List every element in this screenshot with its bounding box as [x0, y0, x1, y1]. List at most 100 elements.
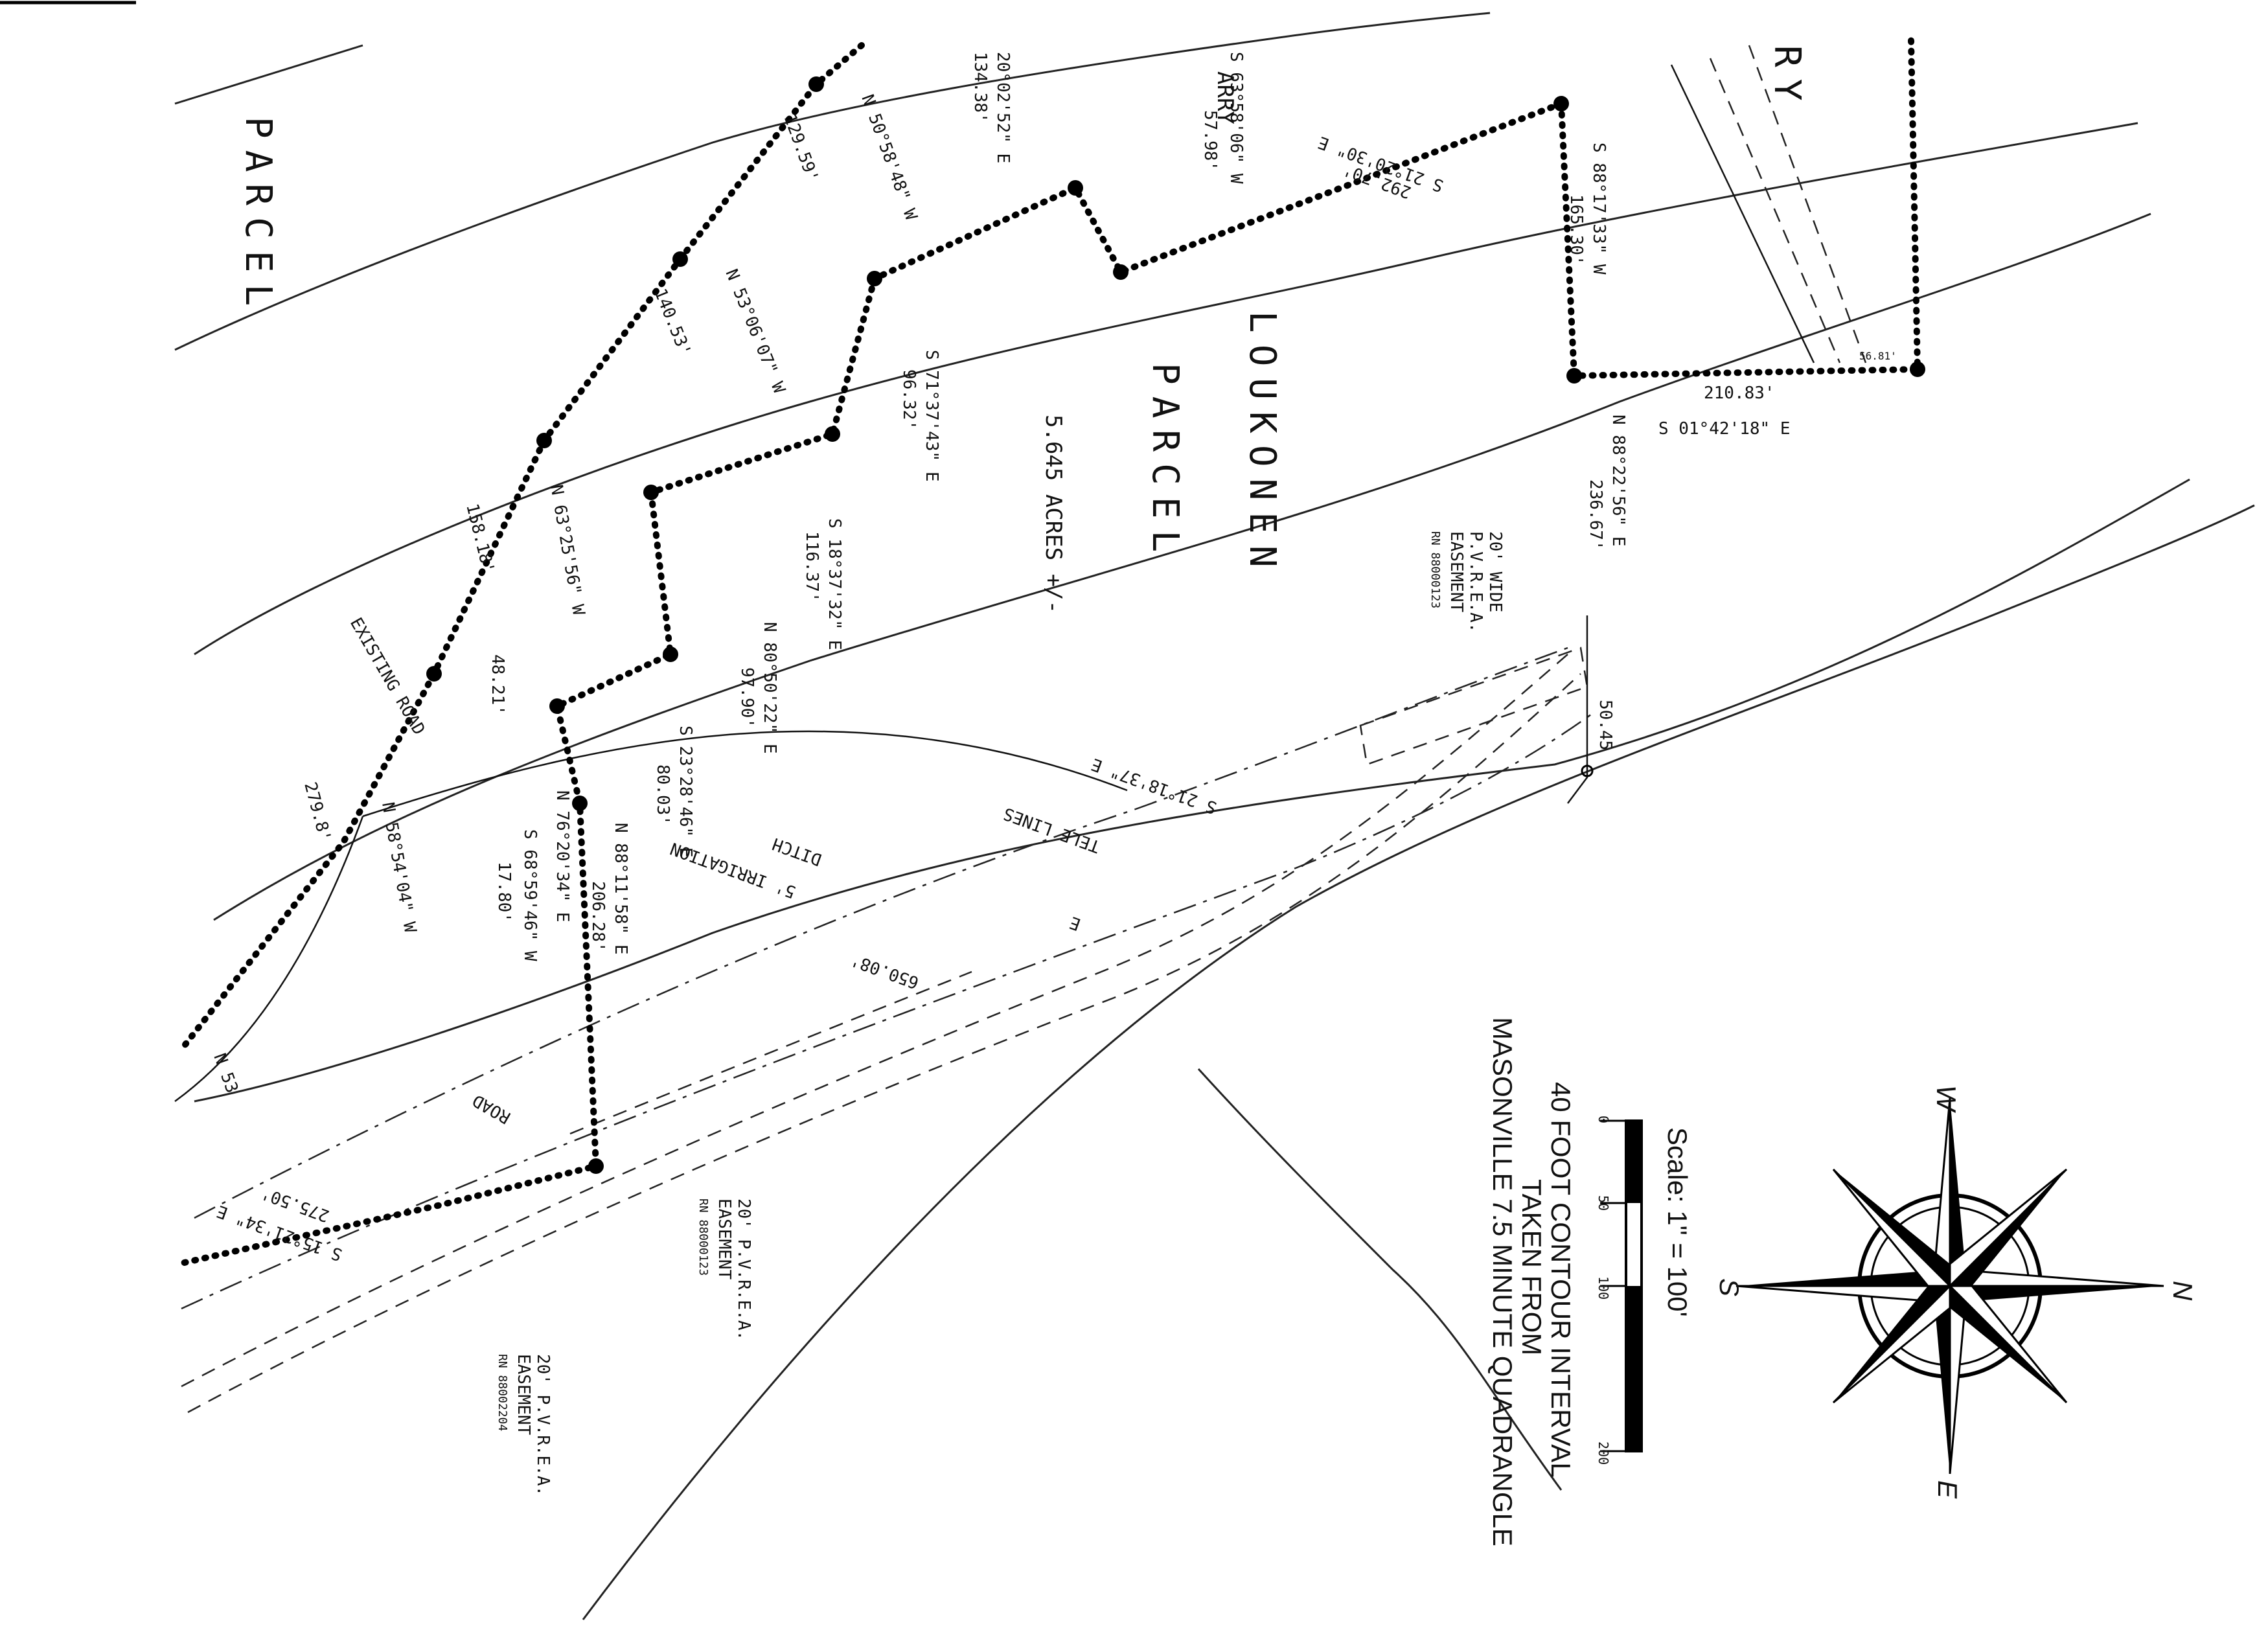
bearing-call: S 18°37'32" E — [825, 518, 844, 650]
bearing-call: N 58°54'04" W — [378, 801, 420, 934]
parcel-name-loukonen: LOUKONEN — [1241, 311, 1283, 579]
road-centerline — [362, 730, 1128, 818]
contour-line — [582, 504, 2255, 1620]
distance-call: 206.28' — [588, 881, 608, 952]
distance-call: 50.45 — [1596, 700, 1615, 750]
contour-line — [194, 478, 2190, 1103]
scale-tick-label: 200 — [1596, 1441, 1611, 1465]
bearing-call: N 63°25'56" W — [546, 483, 588, 617]
bearing-call: N 76°20'34" E — [553, 790, 572, 923]
boundary-north — [1558, 36, 1921, 380]
distance-call: 96.32' — [899, 369, 919, 430]
distance-call: 140.53' — [650, 286, 695, 359]
compass-point — [1950, 1286, 2164, 1302]
easement-label: 20' P.V.R.E.A. — [734, 1199, 753, 1340]
distance-call: 210.83' — [1704, 384, 1775, 403]
road-edge-line — [187, 673, 1581, 1414]
easement-line — [569, 970, 972, 1135]
monument-marker — [663, 647, 678, 662]
parcel-name-parcel: PARCEL — [1144, 363, 1186, 564]
monument-marker — [1910, 361, 1925, 377]
bearing-call: N 88°22'56" E — [1609, 415, 1628, 547]
bearing-call: S 68°59'46" W — [520, 829, 540, 961]
easement-label: EASEMENT — [715, 1199, 734, 1280]
contour-note: TAKEN FROM — [1517, 1179, 1547, 1355]
distance-call: 80.03' — [653, 764, 672, 825]
monument-marker — [825, 426, 840, 442]
monument-marker — [1113, 264, 1128, 280]
arry-label: ARRY — [1212, 71, 1238, 124]
monument-marker — [1581, 764, 1594, 777]
distance-call: 116.37' — [802, 531, 821, 602]
monument-marker — [536, 433, 552, 448]
distance-call: 158.18' — [462, 501, 498, 575]
bearing-call: E — [1067, 912, 1083, 934]
compass-north-label: N — [2168, 1281, 2198, 1301]
distance-call: 97.90' — [737, 667, 757, 728]
compass-point — [1949, 1168, 2068, 1289]
parcel-edge-line — [1709, 58, 1841, 363]
boundary-loukonen — [178, 100, 1564, 1267]
monument-marker — [1068, 180, 1083, 196]
road-label: ROAD — [469, 1090, 514, 1127]
roads-and-utilities — [174, 45, 1867, 1414]
bearing-call: N 80°50'22" E — [760, 622, 779, 754]
easement-label: 20' P.V.R.E.A. — [533, 1354, 553, 1496]
distance-call: 236.67' — [1586, 479, 1605, 551]
monument-marker — [588, 1158, 604, 1174]
compass-point — [1950, 1098, 1965, 1286]
feature-labels: EXISTING ROAD ROAD 5' IRRIGATION DITCH T… — [346, 531, 1505, 1496]
distance-call: 48.21' — [488, 654, 507, 715]
compass-west-label: W — [1931, 1085, 1962, 1113]
scale-title: Scale: 1" = 100' — [1662, 1127, 1693, 1317]
distance-call: 134.38' — [970, 52, 990, 123]
easement-label: RN 88002204 — [496, 1354, 509, 1431]
bearing-call: S 63°58'06" W — [1226, 52, 1246, 184]
parcel-names: PARCEL LOUKONEN PARCEL 5.645 ACRES +/- A… — [237, 45, 1808, 614]
easement-label: RN 88000123 — [696, 1199, 710, 1276]
easement-outline — [1359, 647, 1588, 766]
distance-call: 165.30' — [1566, 194, 1586, 266]
compass-point — [1832, 1168, 1953, 1287]
monument-marker — [549, 698, 565, 714]
distance-call: 57.98' — [1200, 110, 1220, 171]
distance-call: 279.8' — [300, 780, 334, 843]
contour-note: MASONVILLE 7.5 MINUTE QUADRANGLE — [1487, 1017, 1518, 1546]
parcel-left-label: PARCEL — [237, 117, 279, 317]
monument-marker — [1566, 368, 1582, 384]
parcel-edge-line — [1670, 64, 1815, 363]
compass-rose: N S E W — [1714, 1085, 2198, 1499]
distance-call: 129.59' — [779, 111, 822, 185]
monument-marker — [1553, 96, 1569, 111]
compass-point — [1947, 1285, 2068, 1404]
monument-marker — [643, 485, 659, 500]
monument-marker — [867, 271, 882, 286]
scale-bar-segment — [1626, 1286, 1642, 1451]
scale-tick-label: 100 — [1596, 1276, 1611, 1300]
compass-east-label: E — [1932, 1480, 1963, 1499]
scale-bar-segment — [1626, 1121, 1642, 1203]
monument-marker — [572, 796, 588, 811]
compass-point — [1934, 1286, 1950, 1474]
distance-call: 650.08' — [848, 950, 921, 992]
bearing-call: S 01°42'18" E — [1658, 419, 1791, 439]
bearing-call: 20°02'52" E — [993, 52, 1013, 163]
monument-marker — [672, 251, 688, 267]
easement-label: RN 88000123 — [1428, 531, 1442, 608]
parcel-edge-line — [1748, 45, 1867, 363]
bearing-call: N 50°58'48" W — [857, 92, 921, 223]
bearing-calls: N 50°58'48" W 129.59' N 53°06'07" W 140.… — [209, 52, 1896, 1265]
contour-line — [194, 122, 2138, 656]
parcel-boundaries — [178, 36, 1925, 1267]
property-line — [1567, 615, 1588, 804]
easement-label: EASEMENT — [514, 1354, 533, 1436]
compass-point — [1832, 1283, 1951, 1404]
scale-tick-label: 50 — [1596, 1195, 1611, 1211]
bearing-call: S 88°17'33" W — [1589, 143, 1609, 275]
road-centerline — [174, 816, 364, 1103]
map-legend: Scale: 1" = 100' 0 50 100 200 40 FOOT CO… — [1487, 1017, 1693, 1546]
bearing-call: N 88°11'58" E — [611, 823, 630, 955]
easement-label: 20' WIDE — [1485, 531, 1505, 612]
